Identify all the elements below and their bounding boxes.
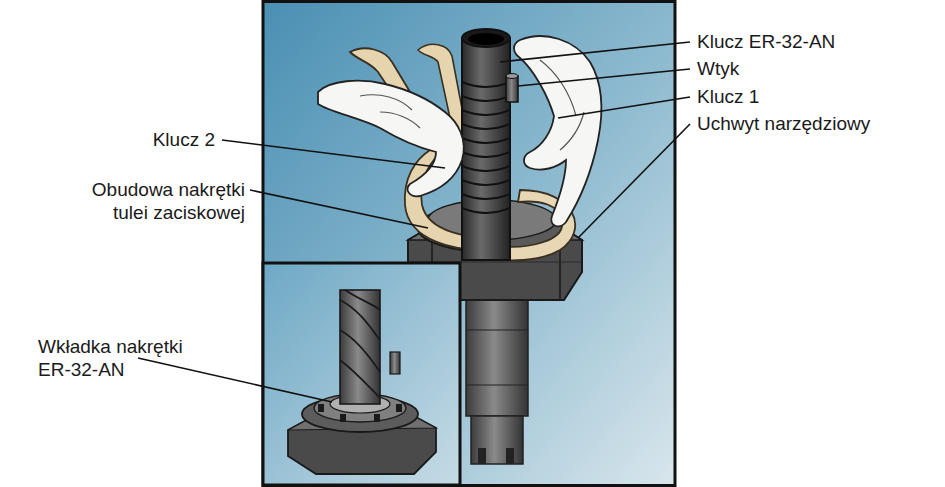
part-label: Klucz ER-32-AN	[697, 30, 835, 53]
part-label: Obudowa nakrętki tulei zaciskowej	[70, 178, 245, 224]
part-label: Klucz 1	[697, 85, 759, 108]
er-wrench-tube	[462, 29, 510, 260]
right-hand	[514, 36, 601, 226]
tool-holder-shank	[466, 296, 528, 464]
part-label: Klucz 2	[115, 128, 215, 151]
part-label: Wkładka nakrętki ER-32-AN	[38, 335, 198, 381]
inset-tool	[288, 290, 436, 474]
left-hand	[318, 81, 464, 197]
part-label: Wtyk	[697, 57, 739, 80]
part-label: Uchwyt narzędziowy	[697, 112, 870, 135]
pin	[506, 74, 518, 103]
inset-frame	[263, 263, 460, 485]
picture-frame	[263, 2, 675, 486]
